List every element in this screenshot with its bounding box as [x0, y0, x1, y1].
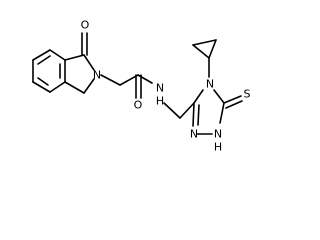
bond-ch2-carbonyl [119, 74, 139, 86]
bond-cyclopropyl [192, 44, 210, 59]
atom-h-triazole-nh: H [214, 141, 222, 154]
atom-o-amide: O [134, 99, 143, 112]
molecule-structure: O N O N H N S N H N [32, 19, 251, 154]
bond-triazole [193, 89, 204, 104]
atom-n-triazole-2: N [190, 128, 198, 141]
bond-benzene-double [37, 77, 49, 86]
bond-cyclopropyl [208, 39, 217, 59]
atom-o-lactam: O [81, 19, 90, 32]
atom-n-amide: N [156, 82, 164, 95]
bond-benzene [32, 81, 51, 93]
bond-lactam-ring [64, 81, 85, 94]
bond-benzene-double [37, 55, 51, 65]
bond-lactam-ring [83, 78, 95, 94]
bond-ch2-triazole [179, 102, 195, 119]
atom-n-triazole-nh: N [214, 128, 222, 141]
bond-cyclopropyl [192, 39, 217, 46]
bond-triazole [213, 89, 225, 104]
atom-n-isoindolinone: N [93, 69, 101, 82]
bond-lactam-ring [83, 54, 95, 71]
bond-benzene [49, 49, 66, 61]
bond-n-ch2 [100, 74, 121, 86]
bond-carbonyl-nh [137, 74, 153, 84]
bond-benzene [32, 49, 51, 61]
atom-s-thione: S [244, 88, 251, 101]
bond-benzene [49, 81, 66, 93]
bond-triazole-double [192, 102, 195, 127]
bond-nh-ch2 [163, 102, 181, 119]
bond-thione [223, 95, 242, 104]
bond-triazole-double [197, 104, 200, 126]
atom-n-triazole-4: N [206, 78, 214, 91]
atom-labels: O N O N H N S N H N [81, 19, 251, 154]
bond-thione [225, 100, 243, 109]
bond-lactam-ring [64, 54, 85, 61]
atom-h-amide: H [156, 95, 164, 108]
bond-triazole [219, 102, 225, 124]
bonds [32, 32, 243, 135]
